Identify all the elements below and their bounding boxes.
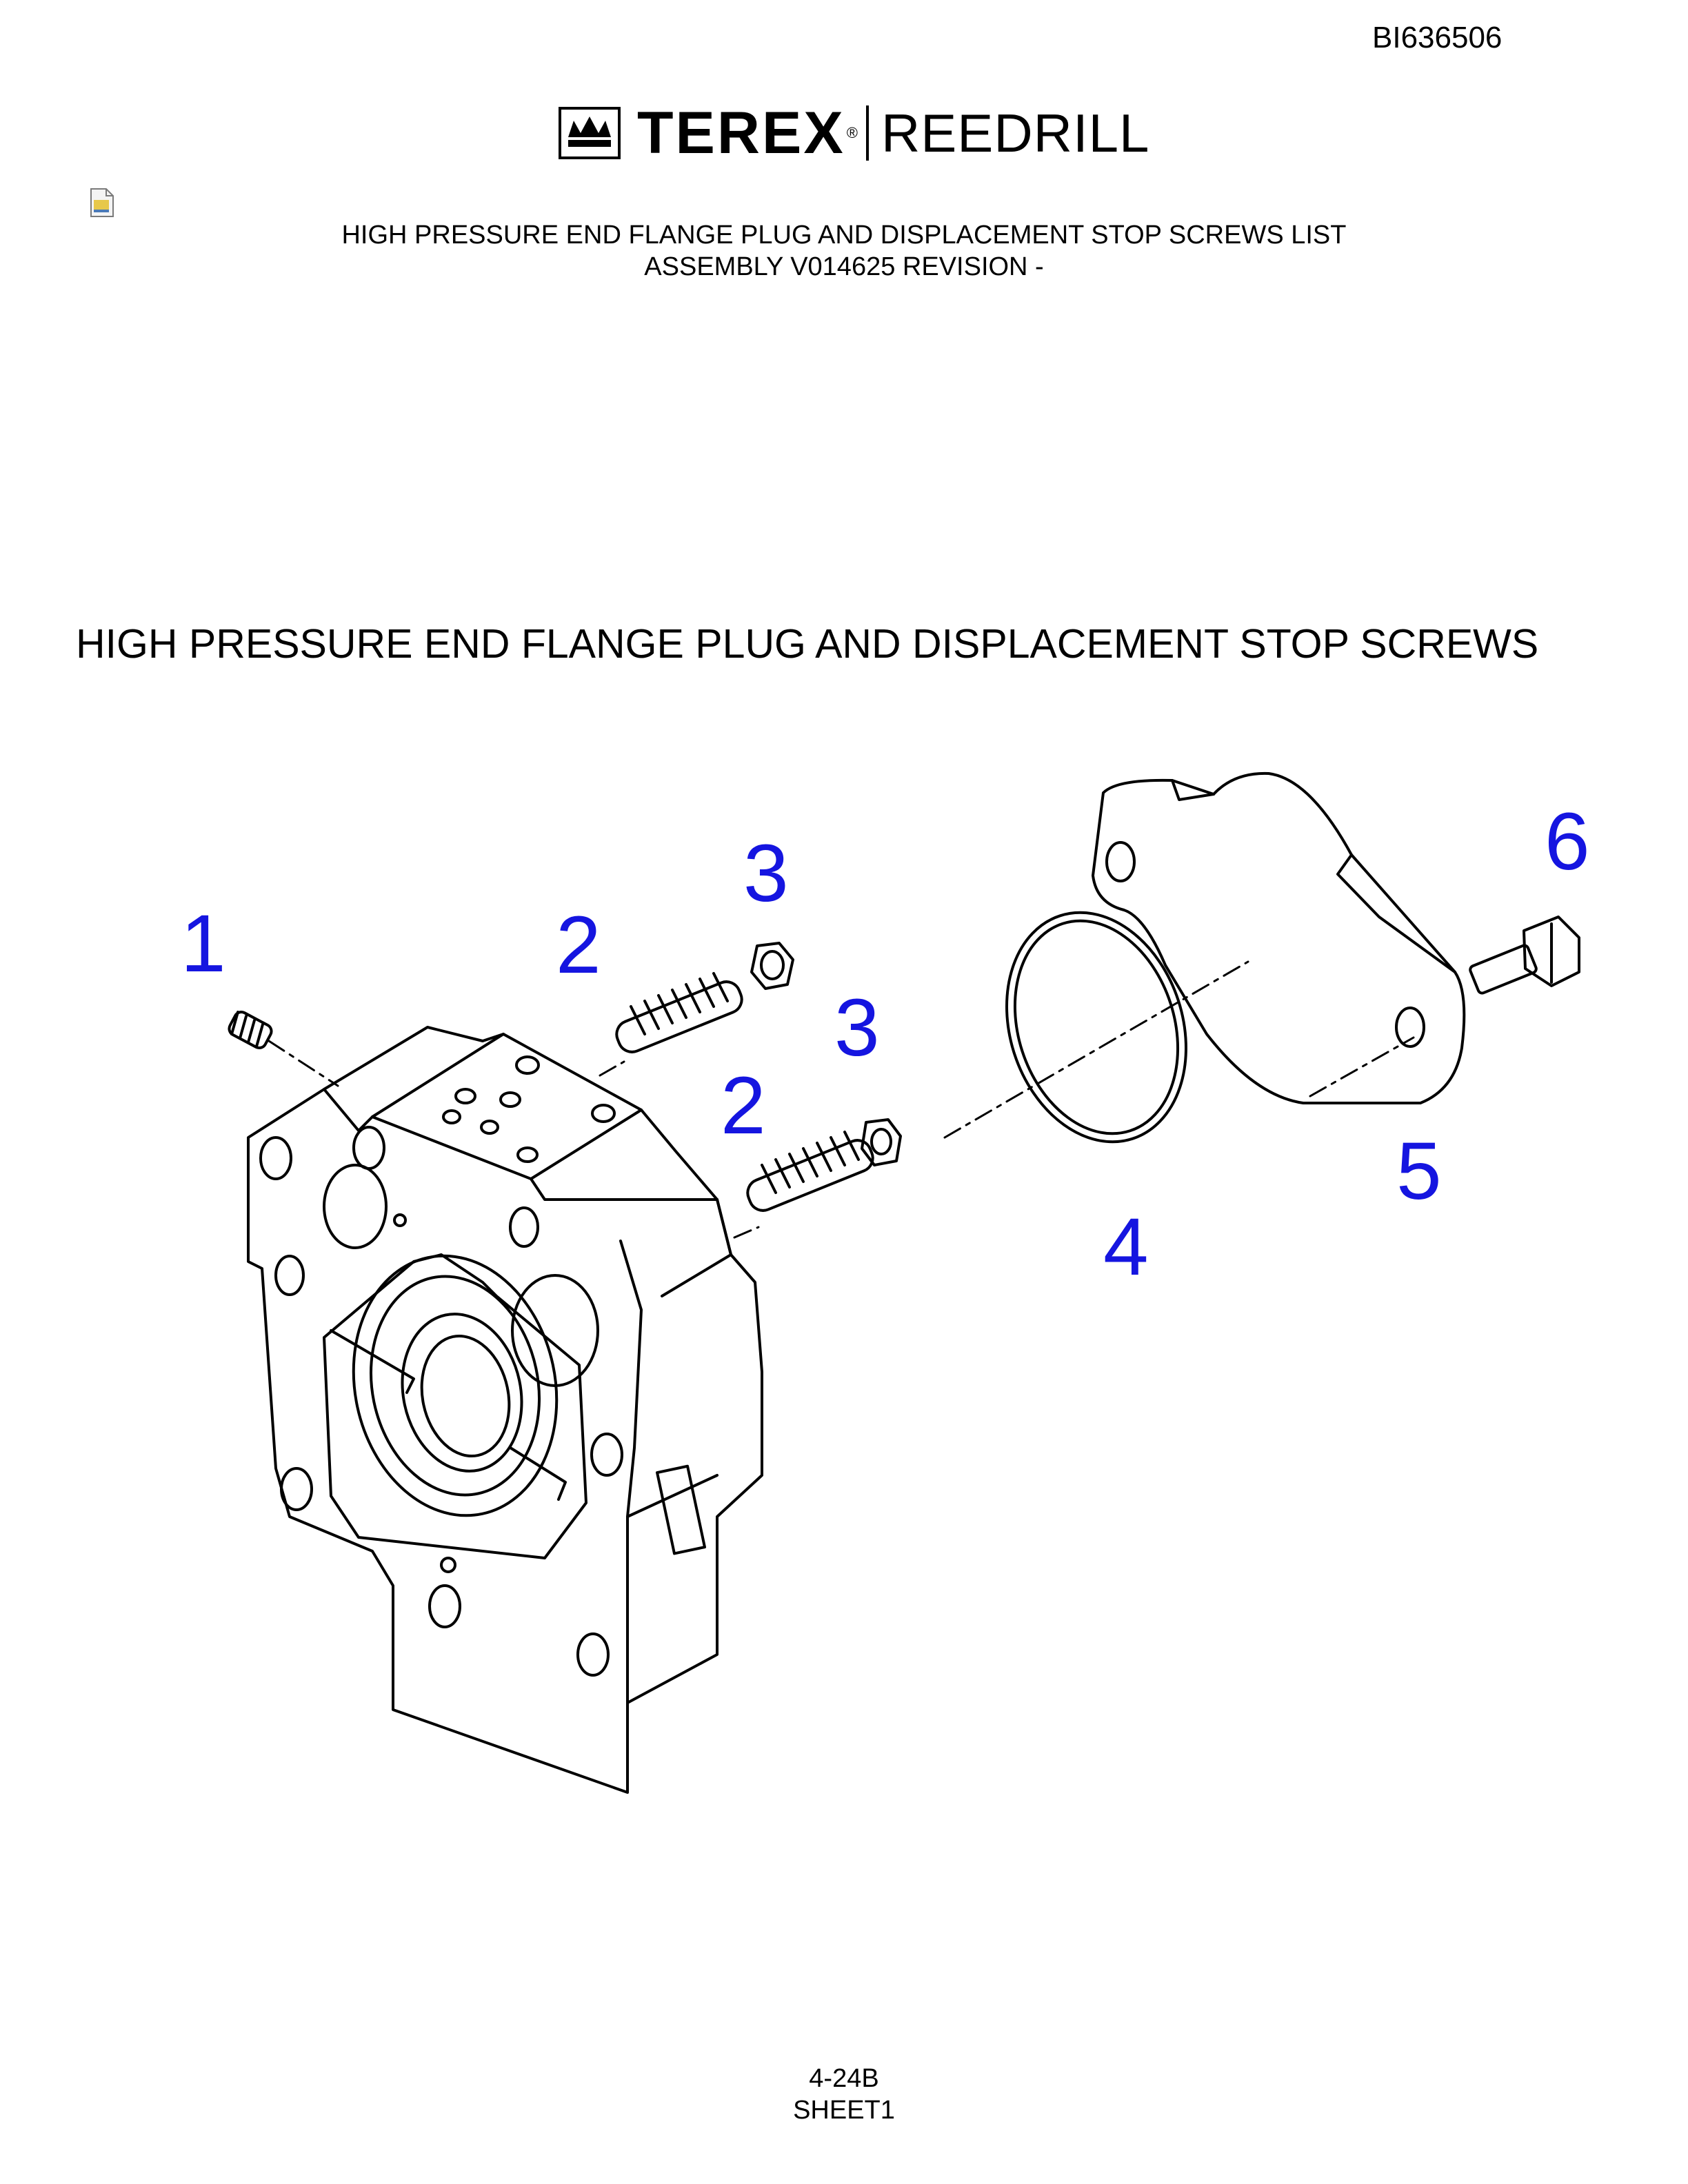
list-title: HIGH PRESSURE END FLANGE PLUG AND DISPLA… — [0, 219, 1688, 283]
leader-lines — [268, 960, 1415, 1239]
set-screw-part-1 — [228, 1011, 273, 1049]
callout-3-upper: 3 — [743, 828, 789, 919]
cover-plate-part-5 — [1092, 771, 1466, 1104]
callout-3-lower: 3 — [834, 982, 880, 1073]
page-footer: 4-24B SHEET1 — [0, 2063, 1688, 2126]
hex-bolt-part-6 — [1469, 916, 1580, 995]
sheet-number: SHEET1 — [793, 2096, 895, 2125]
list-title-line1: HIGH PRESSURE END FLANGE PLUG AND DISPLA… — [341, 221, 1347, 250]
terex-reedrill-logo: TEREX ® REEDRILL — [559, 103, 1149, 163]
list-title-line2: ASSEMBLY V014625 REVISION - — [644, 252, 1044, 281]
stud-part-2-lower — [746, 1131, 874, 1212]
nut-part-3-upper — [750, 942, 794, 990]
callout-2-upper: 2 — [556, 900, 601, 991]
callout-4: 4 — [1103, 1202, 1149, 1293]
callout-6: 6 — [1545, 796, 1590, 887]
logo-divider — [865, 105, 869, 161]
callout-1: 1 — [181, 898, 226, 989]
o-ring-part-4 — [1005, 911, 1187, 1144]
callout-5: 5 — [1396, 1126, 1442, 1217]
callout-2-lower: 2 — [721, 1060, 766, 1151]
terex-crown-icon — [559, 107, 621, 159]
section-title: HIGH PRESSURE END FLANGE PLUG AND DISPLA… — [76, 621, 1539, 667]
stud-part-2-upper — [615, 972, 743, 1053]
end-flange-housing — [247, 1026, 763, 1794]
logo-division: REEDRILL — [881, 103, 1150, 163]
document-icon[interactable] — [90, 188, 114, 218]
nut-part-3-lower — [861, 1118, 902, 1166]
logo-brand: TEREX — [637, 100, 845, 166]
document-id: BI636506 — [1372, 21, 1503, 54]
page-number: 4-24B — [809, 2064, 879, 2093]
registered-mark: ® — [846, 124, 858, 141]
